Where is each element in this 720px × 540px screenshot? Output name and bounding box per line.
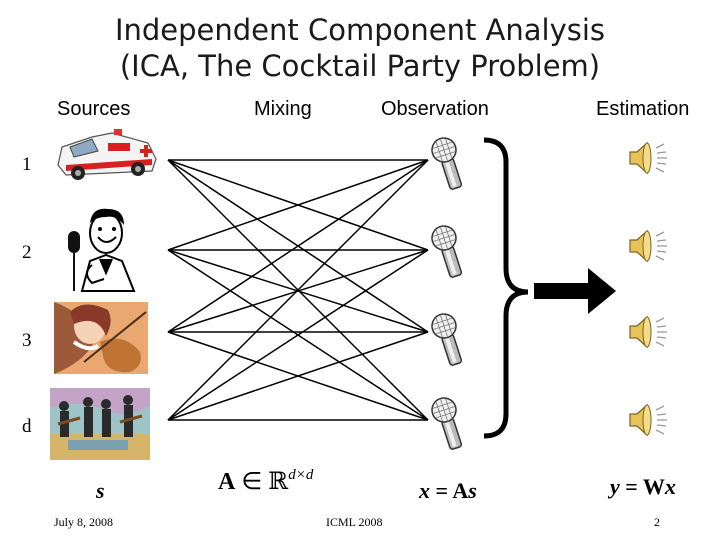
mixing-line-4-3 (167, 331, 429, 421)
title-line-2: (ICA, The Cocktail Party Problem) (119, 49, 601, 83)
speaker-icon (629, 315, 667, 349)
microphone-icon (431, 313, 463, 366)
element-of-symbol: ∈ (241, 469, 263, 495)
column-heading-observation: Observation (381, 98, 489, 120)
estimation-arrow (534, 268, 616, 314)
speaker-icon (629, 141, 667, 175)
microphone-icon (431, 137, 463, 190)
column-heading-estimation: Estimation (596, 98, 690, 120)
matrix-dims: d×d (288, 467, 314, 483)
column-heading-mixing: Mixing (254, 98, 312, 120)
slide-title: Independent Component Analysis (ICA, The… (0, 12, 720, 84)
mixing-line-4-1 (167, 159, 429, 421)
column-heading-sources: Sources (57, 98, 131, 120)
row-label-d: d (22, 416, 32, 437)
footer-date: July 8, 2008 (54, 515, 114, 529)
equation-s: s (96, 478, 105, 503)
microphone-icon (431, 397, 463, 450)
violinist-image (54, 302, 148, 374)
row-label-1: 1 (22, 154, 32, 175)
equation-A: A ∈ ℝd×d (218, 467, 313, 496)
equation-y: y = Wx (610, 474, 676, 499)
mixing-line-4-2 (167, 249, 429, 421)
speaker-group (629, 141, 667, 437)
real-field-symbol: ℝ (268, 467, 289, 495)
ambulance-image (57, 129, 157, 180)
mixing-line-2-1 (167, 159, 429, 251)
microphone-group (431, 137, 463, 450)
observation-brace (483, 137, 529, 439)
footer-page-number: 2 (654, 515, 660, 529)
row-label-2: 2 (22, 242, 32, 263)
matrix-A: A (218, 469, 236, 495)
microphone-icon (431, 225, 463, 278)
mixing-lines (167, 159, 429, 421)
row-label-3: 3 (22, 330, 32, 351)
title-line-1: Independent Component Analysis (114, 13, 606, 47)
footer-venue: ICML 2008 (326, 515, 383, 529)
singer-image (68, 208, 136, 292)
equation-x: x = As (419, 478, 477, 503)
speaker-icon (629, 403, 667, 437)
mixing-line-3-1 (167, 159, 429, 333)
speaker-icon (629, 229, 667, 263)
band-image (50, 388, 150, 460)
